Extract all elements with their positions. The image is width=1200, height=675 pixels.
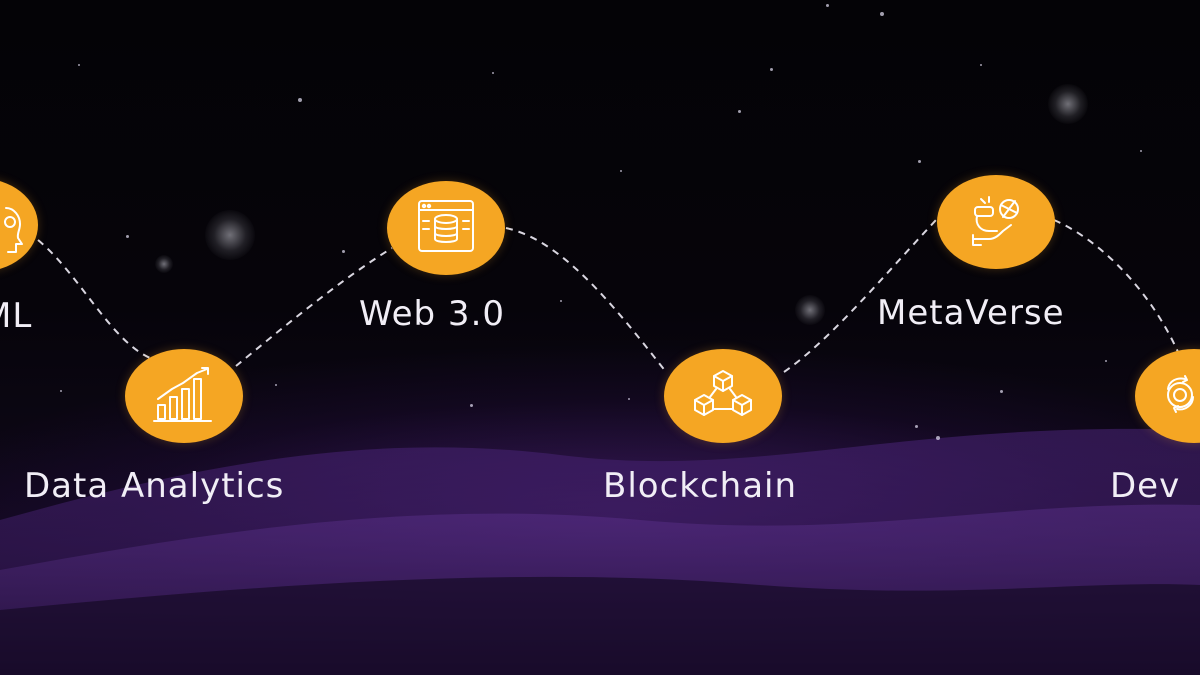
star: [770, 68, 773, 71]
star: [1000, 390, 1003, 393]
brain-head-icon: [4, 207, 23, 253]
metaverse-node: [937, 175, 1055, 269]
data-analytics-node: [125, 349, 243, 443]
data-analytics-label: Data Analytics: [24, 466, 285, 506]
star: [880, 12, 884, 16]
glow-dot: [1048, 84, 1088, 124]
metaverse-label: MetaVerse: [877, 293, 1065, 333]
star: [60, 390, 62, 392]
star: [620, 170, 622, 172]
star: [1105, 360, 1107, 362]
star: [918, 160, 921, 163]
star: [560, 300, 562, 302]
star: [1140, 150, 1142, 152]
blockchain-node: [664, 349, 782, 443]
bar-chart-icon: [153, 367, 212, 422]
star: [470, 404, 473, 407]
dev-label: Dev: [1110, 466, 1181, 506]
star: [342, 250, 345, 253]
dev-node: [1135, 349, 1200, 443]
star: [628, 398, 630, 400]
star: [78, 64, 80, 66]
glow-dot: [205, 210, 255, 260]
web-window-icon: [418, 200, 474, 252]
vr-headset-icon: [972, 196, 1019, 246]
ml-node: [0, 178, 38, 272]
star: [298, 98, 302, 102]
star: [275, 384, 277, 386]
star: [492, 72, 494, 74]
gear-cycle-icon: [1167, 375, 1194, 413]
blockchain-label: Blockchain: [603, 466, 798, 506]
blockchain-cubes-icon: [694, 370, 752, 416]
star: [738, 110, 741, 113]
star: [915, 425, 918, 428]
web3-label: Web 3.0: [359, 294, 506, 334]
web3-node: [387, 181, 505, 275]
glow-dot: [155, 255, 173, 273]
glow-dot: [795, 295, 825, 325]
star: [126, 235, 129, 238]
ml-label: ML: [0, 296, 33, 336]
star: [826, 4, 829, 7]
star: [936, 436, 940, 440]
star: [980, 64, 982, 66]
